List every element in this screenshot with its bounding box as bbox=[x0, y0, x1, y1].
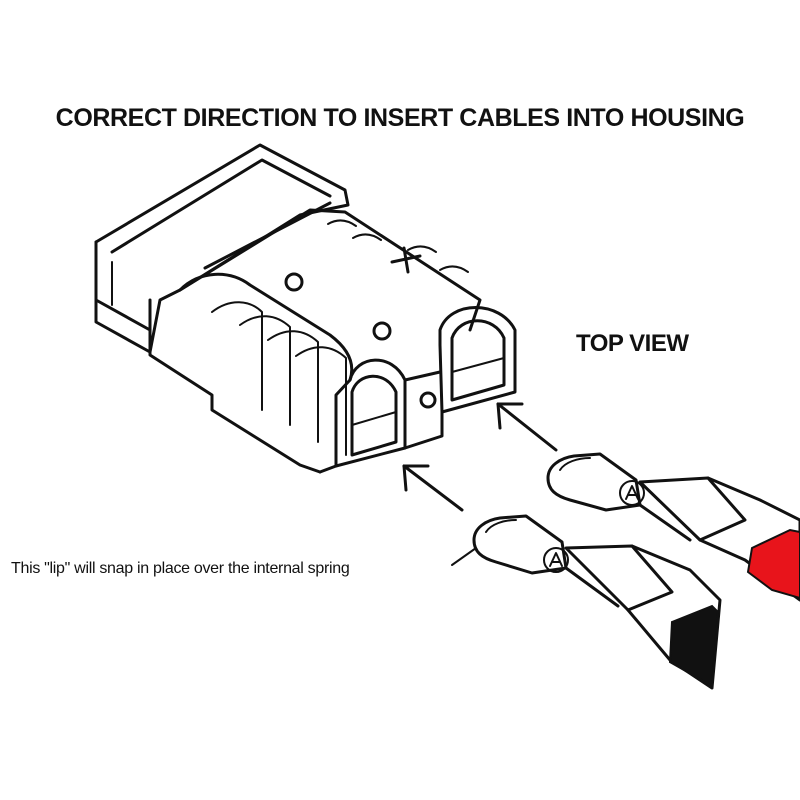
insert-arrow-upper bbox=[496, 402, 558, 452]
connector-housing bbox=[94, 143, 517, 474]
lip-annotation: This "lip" will snap in place over the i… bbox=[11, 560, 350, 577]
insert-arrow-lower bbox=[402, 464, 464, 512]
lip-pointer bbox=[451, 547, 477, 566]
top-view-label: TOP VIEW bbox=[576, 330, 689, 357]
black-insulation bbox=[668, 604, 720, 688]
red-insulation bbox=[746, 528, 800, 600]
black-cable-assembly bbox=[472, 514, 722, 690]
red-cable-assembly bbox=[546, 452, 800, 602]
diagram-title: CORRECT DIRECTION TO INSERT CABLES INTO … bbox=[55, 104, 745, 132]
